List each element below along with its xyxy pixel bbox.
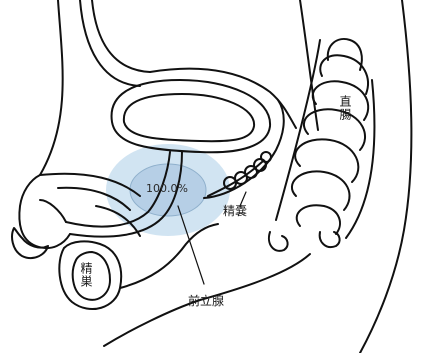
penis-inner — [40, 200, 66, 222]
seminal-vesicle-label: 精嚢 — [223, 204, 247, 218]
abdomen-outline — [40, 0, 63, 175]
prostate-label: 前立腺 — [188, 294, 224, 308]
testis-label: 精巣 — [79, 262, 93, 288]
rectum-label: 直腸 — [338, 95, 352, 121]
anus-right — [320, 232, 340, 247]
anus-left — [269, 232, 288, 251]
prostate-percentage: 100.0% — [146, 182, 188, 196]
peritoneum-line-inner — [92, 0, 150, 72]
rectum-shape — [292, 39, 368, 234]
bladder-inner — [124, 94, 254, 141]
peritoneum-line-outer — [80, 0, 140, 86]
penis-outline — [19, 175, 70, 248]
back-outline — [360, 0, 411, 353]
